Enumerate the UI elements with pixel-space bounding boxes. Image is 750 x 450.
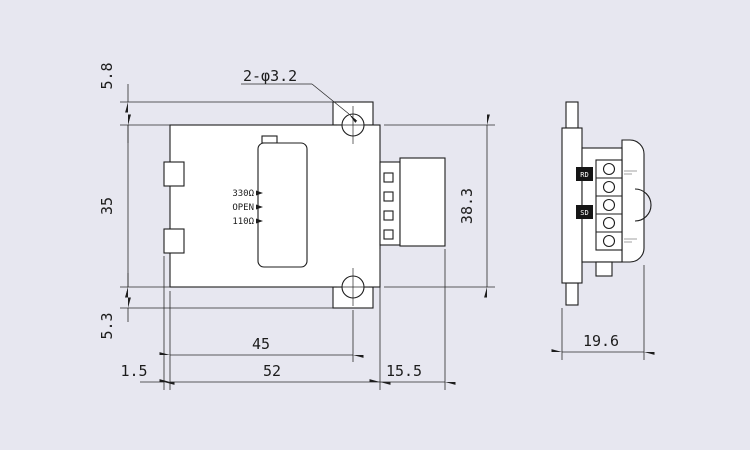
dim-bottom-tab-height: 5.3 — [98, 312, 116, 339]
neck-pin — [383, 172, 394, 183]
dim-connector-depth: 15.5 — [386, 362, 422, 380]
resistor-tick-icon — [256, 218, 263, 224]
dim-top-tab-height: 5.8 — [98, 62, 116, 89]
mounting-hole-bottom — [337, 268, 369, 306]
terminal-screw — [602, 198, 616, 212]
front-view: 330Ω OPEN 110Ω — [163, 101, 446, 309]
terminal-screw — [602, 180, 616, 194]
side-boss-arc — [634, 188, 652, 222]
terminal-screw — [602, 234, 616, 248]
connector-block — [399, 157, 446, 247]
led-sd-label: SD — [580, 209, 588, 217]
side-view: RD SD — [561, 101, 652, 306]
hole-callout-label: 2-φ3.2 — [243, 67, 297, 85]
led-rd-label: RD — [580, 171, 588, 179]
side-tab-top — [565, 101, 579, 129]
left-clip-top — [163, 161, 185, 187]
label-plate-tab — [261, 135, 278, 144]
resistor-tick-icon — [256, 204, 263, 210]
fine-print-marks — [624, 170, 637, 243]
led-sd-badge: SD — [576, 205, 593, 219]
side-foot — [595, 261, 613, 277]
resistor-tick-icon — [256, 190, 263, 196]
extension-lines — [120, 101, 645, 390]
terminal-block — [595, 159, 623, 251]
connector-neck — [379, 161, 401, 246]
dim-left-to-hole: 45 — [252, 335, 270, 353]
terminal-screw — [602, 216, 616, 230]
dim-body-height-right: 38.3 — [458, 188, 476, 224]
side-tab-bottom — [565, 282, 579, 306]
resistor-label-open: OPEN — [232, 203, 254, 213]
side-profile — [621, 139, 645, 263]
dim-body-width: 52 — [263, 362, 281, 380]
label-plate — [257, 142, 308, 268]
led-rd-badge: RD — [576, 167, 593, 181]
dimension-text: 5.8 35 5.3 38.3 45 52 1.5 15.5 19.6 2-φ3… — [98, 62, 619, 380]
left-clip-bottom — [163, 228, 185, 254]
resistor-label-110: 110Ω — [232, 217, 254, 227]
neck-pin — [383, 191, 394, 202]
dim-left-clip-depth: 1.5 — [120, 362, 147, 380]
terminal-screw — [602, 162, 616, 176]
dim-side-depth: 19.6 — [583, 332, 619, 350]
neck-pin — [383, 229, 394, 240]
dim-body-height-left: 35 — [98, 197, 116, 215]
dimension-lines — [128, 83, 644, 382]
neck-pin — [383, 210, 394, 221]
resistor-label-330: 330Ω — [232, 189, 254, 199]
